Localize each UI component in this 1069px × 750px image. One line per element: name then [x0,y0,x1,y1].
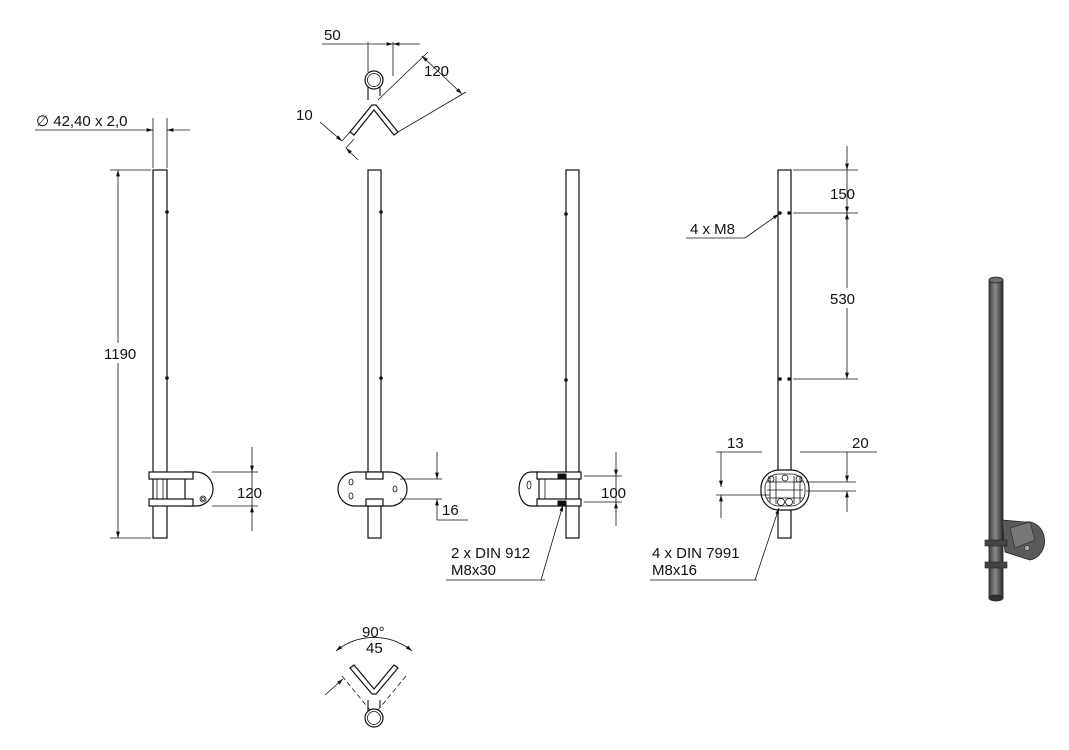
screw-912-callout: 2 x DIN 912 [451,545,530,562]
angle-half-label: 45 [366,640,383,657]
angle-label: 90° [362,624,385,641]
bottom-view: 90° 45 [324,624,413,728]
screw-7991-callout: 4 x DIN 7991 [652,545,740,562]
screw-top-offset-label: 150 [830,186,855,203]
height-label: 1190 [104,346,136,363]
clamp-spacing-side-label: 100 [601,485,626,502]
pipe-3d [988,279,1004,599]
front-view: ∅ 42,40 x 2,0 1190 120 [35,113,262,539]
side-view: 100 2 x DIN 912 M8x30 [446,169,626,581]
screw-7991-size: M8x16 [652,562,697,579]
plate-front [337,471,408,507]
base-offset-right-label: 20 [852,435,869,452]
screw-912-size: M8x30 [451,562,496,579]
thread-callout: 4 x M8 [690,221,735,238]
front-view-2: 16 [337,169,468,539]
base-offset-left-label: 13 [727,435,744,452]
tube-diameter-label: ∅ 42,40 x 2,0 [36,113,127,130]
tube [152,169,168,539]
clamp-offset-label: 16 [442,502,459,519]
back-view: 150 530 4 x M8 13 20 4 x DIN 7991 M8x16 [650,146,877,581]
plate-length-label: 120 [424,63,449,80]
screw-spacing-label: 530 [830,291,855,308]
top-offset-label: 50 [324,27,341,44]
top-view: 50 120 10 [296,27,467,161]
plate-thickness-label: 10 [296,107,313,124]
clamp-upper [148,471,194,480]
clamp-spacing-front-label: 120 [237,485,262,502]
clamp-lower [148,498,194,507]
isometric-view [984,276,1045,602]
angle-plate [349,104,399,136]
